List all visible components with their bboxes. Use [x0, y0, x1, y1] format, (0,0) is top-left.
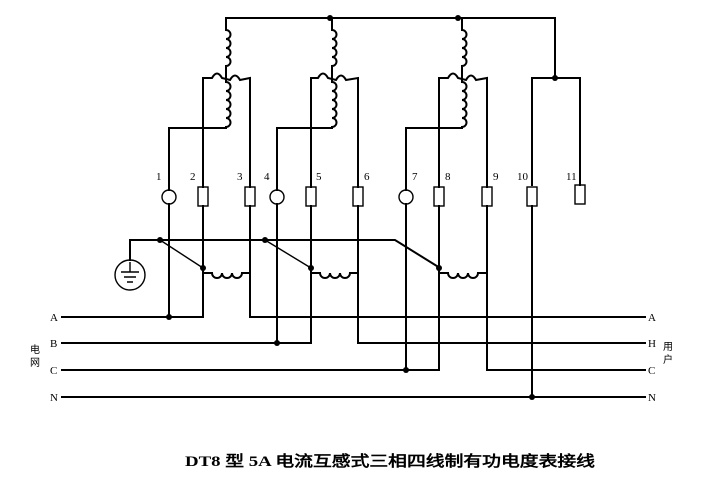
terminal-3: [244, 186, 256, 207]
terminal-label: 11: [566, 171, 577, 183]
terminal-4: [269, 189, 285, 205]
terminal-leads: [168, 203, 533, 398]
terminal-label: 8: [445, 171, 451, 183]
terminal-label: 5: [316, 171, 322, 183]
terminal-6: [352, 186, 364, 207]
terminal-7: [398, 189, 414, 205]
diagram-caption: DT8 型 5A 电流互感式三相四线制有功电度表接线: [185, 452, 595, 470]
line-label-c: C: [648, 365, 655, 377]
line-label-n: N: [648, 392, 656, 404]
terminal-label: 10: [517, 171, 529, 183]
terminal-2: [197, 186, 209, 207]
element-1-coils: [168, 17, 251, 191]
grid-side-labels: A B C N 电 网: [30, 312, 58, 404]
terminal-label: 6: [364, 171, 370, 183]
current-transformer-2: [61, 267, 646, 344]
terminal-label: 7: [412, 171, 418, 183]
line-label-c: C: [50, 365, 57, 377]
grid-side-title: 电: [30, 343, 40, 356]
user-side-title: 用: [663, 342, 673, 353]
junction-dots: [166, 314, 535, 400]
user-side-title: 户: [663, 353, 673, 366]
element-3-coils: [405, 17, 488, 191]
ground-icon: [114, 259, 146, 291]
grid-side-title: 网: [30, 357, 40, 369]
element-2-coils: [276, 17, 359, 191]
secondary-common-ground: [129, 237, 442, 271]
terminal-11: [574, 184, 586, 205]
terminal-labels: 1 2 3 4 5 6 7 8 9 10 11: [156, 171, 577, 183]
voltage-bus: [225, 15, 581, 186]
terminal-10: [526, 186, 538, 207]
current-transformer-1: [61, 267, 646, 318]
terminal-label: 9: [493, 171, 499, 183]
line-label-n: N: [50, 392, 58, 404]
terminal-8: [433, 186, 445, 207]
terminal-label: 2: [190, 171, 196, 183]
line-label-a: A: [648, 312, 656, 324]
terminal-label: 4: [264, 171, 270, 183]
line-label-h: H: [648, 338, 656, 350]
terminal-9: [481, 186, 493, 207]
line-label-a: A: [50, 312, 58, 324]
line-label-b: B: [50, 338, 57, 350]
terminal-1: [161, 189, 177, 205]
terminal-label: 1: [156, 171, 162, 183]
terminal-label: 3: [237, 171, 243, 183]
user-side-labels: A H C N 用 户: [648, 312, 673, 404]
terminal-5: [305, 186, 317, 207]
current-transformer-3: [61, 267, 646, 371]
terminal-block: [161, 184, 586, 207]
